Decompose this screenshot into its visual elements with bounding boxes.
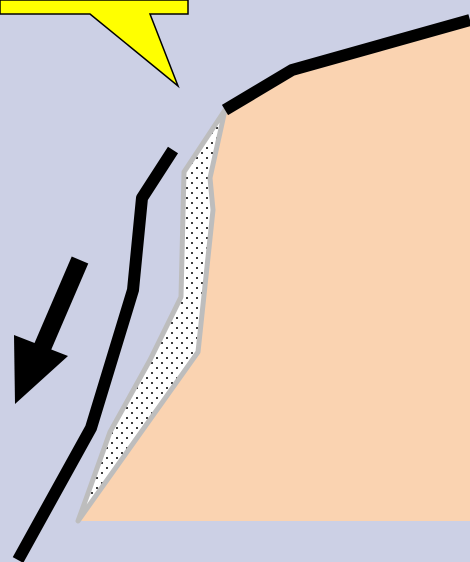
diagram-canvas (0, 0, 470, 562)
fault-diagram (0, 0, 470, 562)
